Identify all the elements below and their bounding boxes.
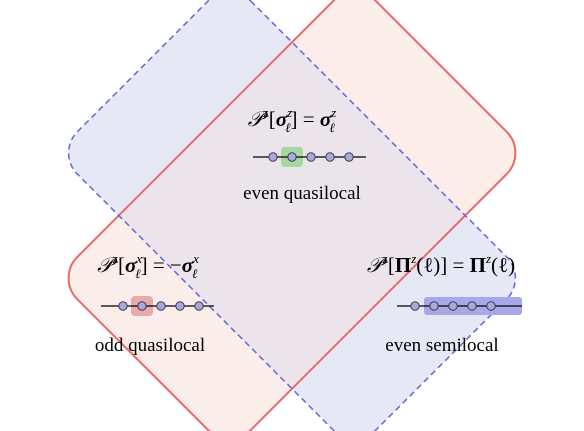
chain-site [118,301,128,311]
chain-site [410,301,420,311]
chain-site [137,301,147,311]
chain-site [306,152,316,162]
chain-site [175,301,185,311]
right-equation: 𝒫z[Πz(ℓ)] = Πz(ℓ) [367,251,515,277]
chain-site [429,301,439,311]
chain-site [467,301,477,311]
right-label: even semilocal [385,335,498,356]
chain-site [344,152,354,162]
chain-site [156,301,166,311]
chain-site [448,301,458,311]
even-region-outline [67,0,517,431]
right-spin-chain [397,297,522,315]
chain-site [287,152,297,162]
top-spin-chain [253,147,366,167]
top-label: even quasilocal [243,183,361,204]
overlap-region [68,0,516,431]
left-label: odd quasilocal [95,335,205,356]
quasilocal-region-outline [67,0,517,431]
left-spin-chain [101,296,214,316]
right-region-group: 𝒫z[Πz(ℓ)] = Πz(ℓ) even semilocal [367,251,522,356]
chain-site [268,152,278,162]
chain-site [486,301,496,311]
chain-site [194,301,204,311]
chain-site [325,152,335,162]
